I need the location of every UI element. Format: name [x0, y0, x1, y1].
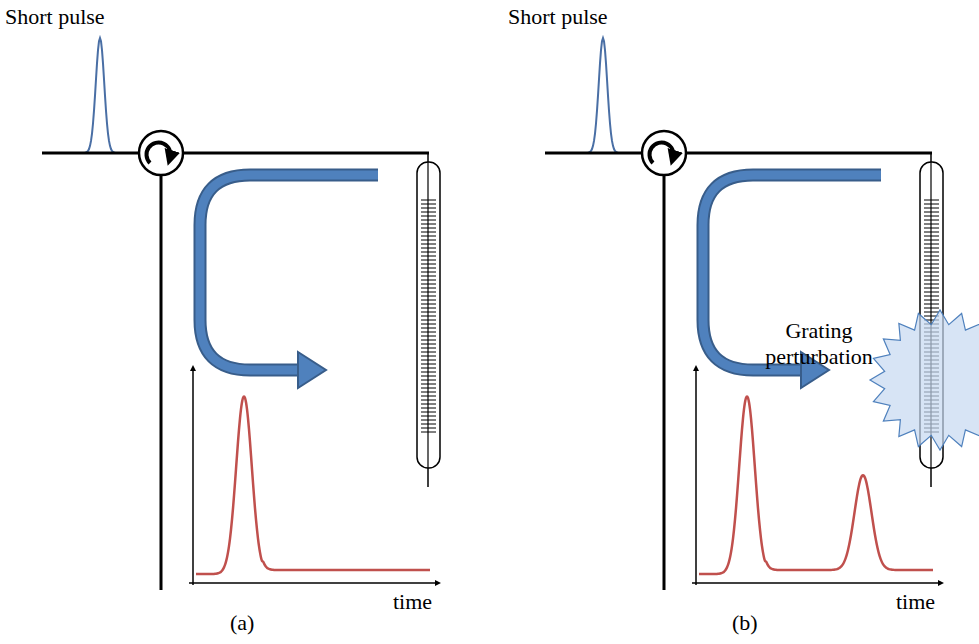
reflected-signal	[699, 396, 933, 574]
fiber	[160, 175, 163, 590]
reflection-arrow	[200, 175, 378, 370]
perturbation-burst	[870, 310, 979, 450]
fiber-grating	[417, 162, 440, 468]
input-pulse	[583, 38, 623, 153]
circulator	[642, 131, 686, 175]
fiber	[42, 152, 429, 155]
panel-label: (b)	[732, 610, 758, 636]
y-axis	[192, 368, 194, 585]
y-axis	[695, 368, 697, 585]
input-pulse	[80, 38, 120, 153]
axis-label: time	[393, 589, 432, 615]
panel-label: (a)	[230, 610, 254, 636]
circulator-arrow	[147, 143, 171, 163]
reflection-arrow	[703, 175, 881, 370]
x-axis	[189, 582, 438, 584]
fiber	[545, 152, 932, 155]
panel	[42, 38, 440, 590]
arrow-head	[298, 352, 326, 388]
pulse-label: Short pulse	[5, 4, 105, 30]
grating-ticks	[421, 200, 436, 432]
pulse-label: Short pulse	[508, 4, 608, 30]
circulator-arrow	[650, 143, 674, 163]
reflection-arrow	[703, 175, 881, 370]
reflection-arrow	[200, 175, 378, 370]
perturbation-label: Grating perturbation	[765, 318, 873, 371]
reflected-signal	[196, 396, 430, 574]
panel	[545, 38, 979, 590]
axis-label: time	[896, 589, 935, 615]
x-axis	[692, 582, 941, 584]
circulator	[139, 131, 183, 175]
fiber	[663, 175, 666, 590]
